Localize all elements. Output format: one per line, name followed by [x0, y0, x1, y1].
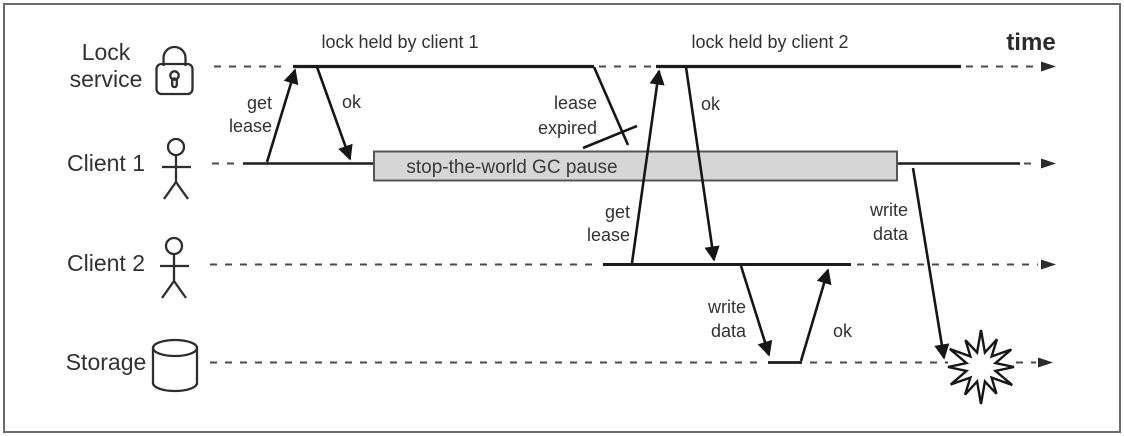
database-cylinder-icon [151, 338, 199, 393]
message-lease-expired: lease expired [538, 66, 638, 150]
message-get-lease-2: get lease [587, 69, 665, 264]
lost-message-cross-icon [582, 124, 638, 150]
message-label: expired [538, 118, 597, 138]
message-label: lease [587, 225, 630, 245]
gc-pause-label: stop-the-world GC pause [406, 157, 617, 178]
lane-label-client-1: Client 1 [67, 150, 145, 176]
message-label: write [707, 297, 746, 317]
time-arrowhead [1041, 158, 1056, 169]
message-write-data-1: write data [707, 265, 773, 357]
time-label: time [1006, 29, 1055, 56]
annotation-lock-held-2: lock held by client 2 [691, 32, 848, 52]
gc-pause-box: stop-the-world GC pause [373, 150, 898, 182]
message-label: ok [701, 94, 721, 114]
message-arrow [265, 68, 299, 163]
message-write-data-2: write data [869, 167, 950, 360]
time-arrowhead [1041, 61, 1056, 72]
person-icon [160, 236, 189, 299]
message-arrow [630, 69, 665, 264]
message-label: ok [833, 321, 853, 341]
message-label: ok [342, 92, 362, 112]
message-arrow [911, 167, 950, 360]
lane-line-lock-service [214, 61, 1056, 72]
padlock-icon [155, 45, 194, 96]
time-arrowhead [1041, 259, 1056, 270]
message-label: write [869, 200, 908, 220]
figure-border [3, 3, 1121, 433]
svg-text:Lock: Lock [82, 39, 131, 65]
svg-text:service: service [70, 66, 143, 92]
lane-label-storage: Storage [66, 349, 147, 375]
time-arrowhead [1038, 357, 1053, 368]
message-arrow [739, 265, 773, 357]
message-label: get [605, 202, 630, 222]
message-ok-1: ok [315, 66, 362, 161]
message-ok-3: ok [799, 268, 853, 362]
message-label: data [873, 224, 909, 244]
lane-line-client-1 [212, 158, 1056, 169]
message-arrow [799, 268, 832, 362]
message-ok-2: ok [684, 66, 721, 262]
message-label: get [247, 93, 272, 113]
message-label: lease [554, 93, 597, 113]
message-label: lease [229, 116, 272, 136]
lane-line-storage [210, 357, 1053, 368]
message-arrow [315, 66, 353, 161]
lane-line-client-2 [210, 259, 1056, 270]
person-icon [162, 137, 191, 200]
message-get-lease-1: get lease [229, 68, 299, 163]
lane-label-lock-service: Lock service [70, 39, 143, 92]
explosion-icon [947, 329, 1015, 405]
message-label: data [711, 321, 747, 341]
message-arrow [684, 66, 720, 262]
lane-label-client-2: Client 2 [67, 250, 145, 276]
annotation-lock-held-1: lock held by client 1 [321, 32, 478, 52]
